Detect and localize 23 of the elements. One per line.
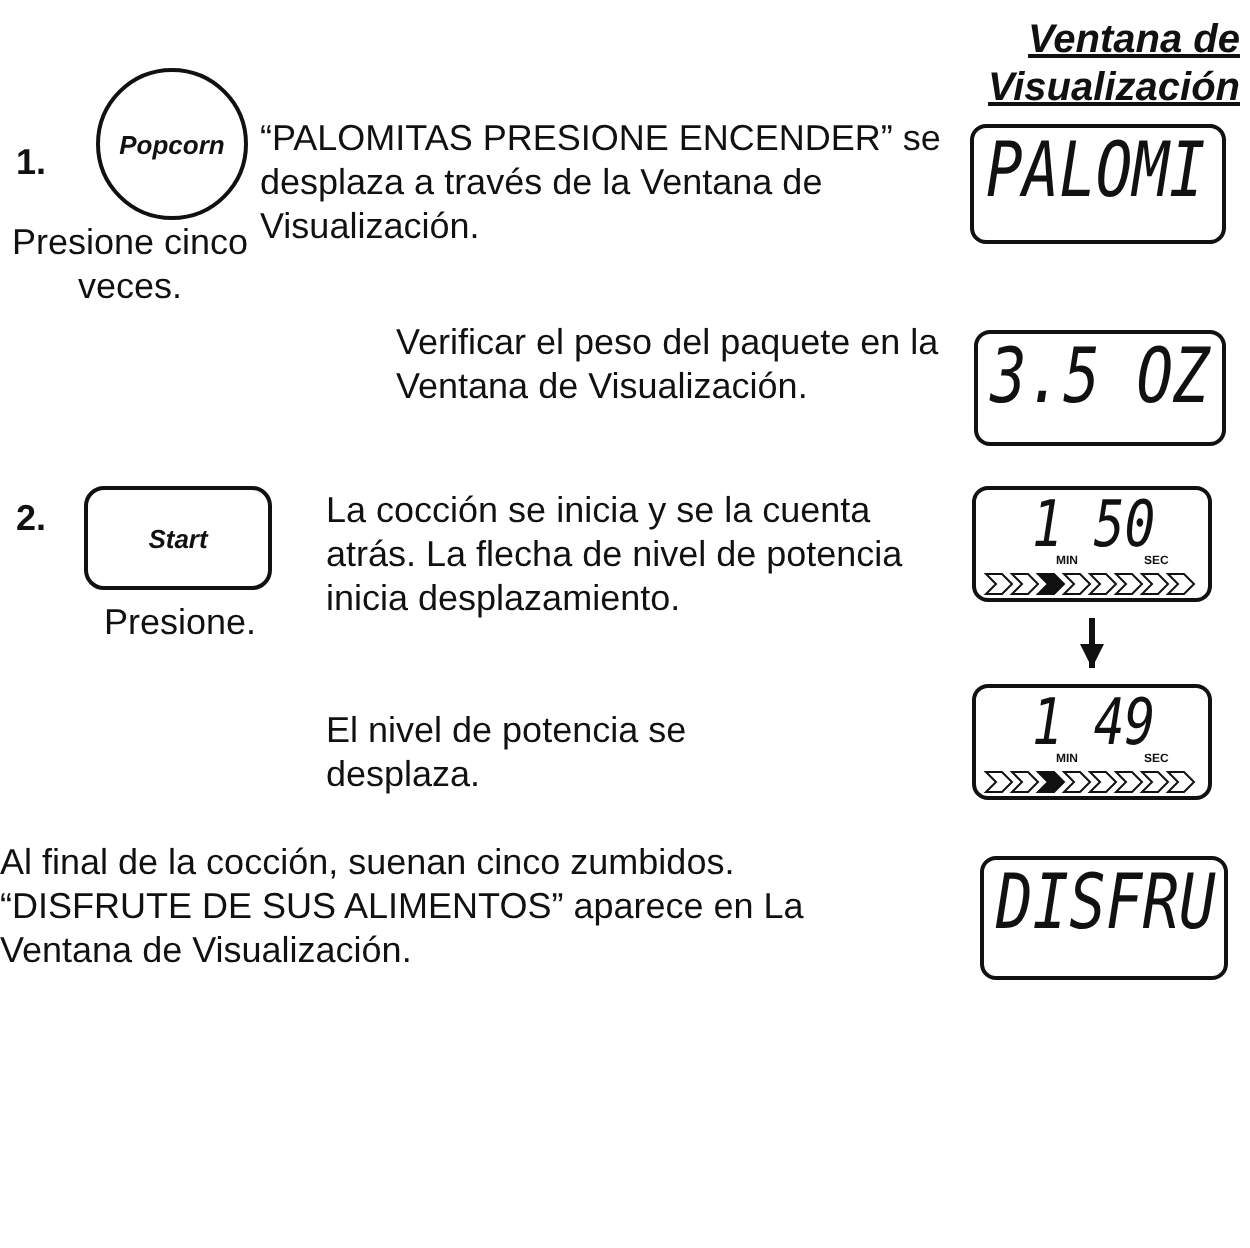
display-window bbox=[974, 330, 1226, 446]
display-readout: PALOMI bbox=[986, 128, 1206, 212]
display-window bbox=[970, 124, 1226, 244]
start-button: Start bbox=[84, 486, 272, 590]
arrow bbox=[1080, 618, 1104, 668]
instruction-text: Verificar el peso del paquete en la Ventana de Visualización. bbox=[396, 320, 941, 408]
instruction-text: El nivel de potencia se desplaza. bbox=[326, 708, 689, 796]
step-description: “PALOMITAS PRESIONE ENCENDER” se desplaza a través de la Ventana de Visualización. bbox=[260, 116, 943, 248]
display-readout: 1 49 bbox=[1032, 688, 1156, 756]
display-readout: 1 50 bbox=[1032, 490, 1156, 558]
display-window bbox=[972, 684, 1212, 800]
column-heading: Ventana de Visualización bbox=[986, 16, 1240, 112]
step-description: La cocción se inicia y se la cuenta atrás. La flecha de nivel de potencia inicia desplazamiento. bbox=[326, 488, 905, 620]
result-text: Al final de la cocción, suenan cinco zumbidos. “DISFRUTE DE SUS ALIMENTOS” aparece en La Ventana de Visualización. bbox=[0, 840, 806, 972]
instruction-text: Presione. bbox=[101, 600, 259, 644]
display-window bbox=[972, 486, 1212, 602]
step-number: 2. bbox=[16, 496, 49, 540]
step-number: 1. bbox=[16, 140, 49, 184]
display-readout: DISFRU bbox=[996, 860, 1216, 944]
instruction-text: Presione cinco veces. bbox=[9, 220, 251, 308]
display-readout: 3.5 OZ bbox=[990, 334, 1210, 418]
popcorn-button: Popcorn bbox=[96, 68, 248, 220]
display-window bbox=[980, 856, 1228, 980]
